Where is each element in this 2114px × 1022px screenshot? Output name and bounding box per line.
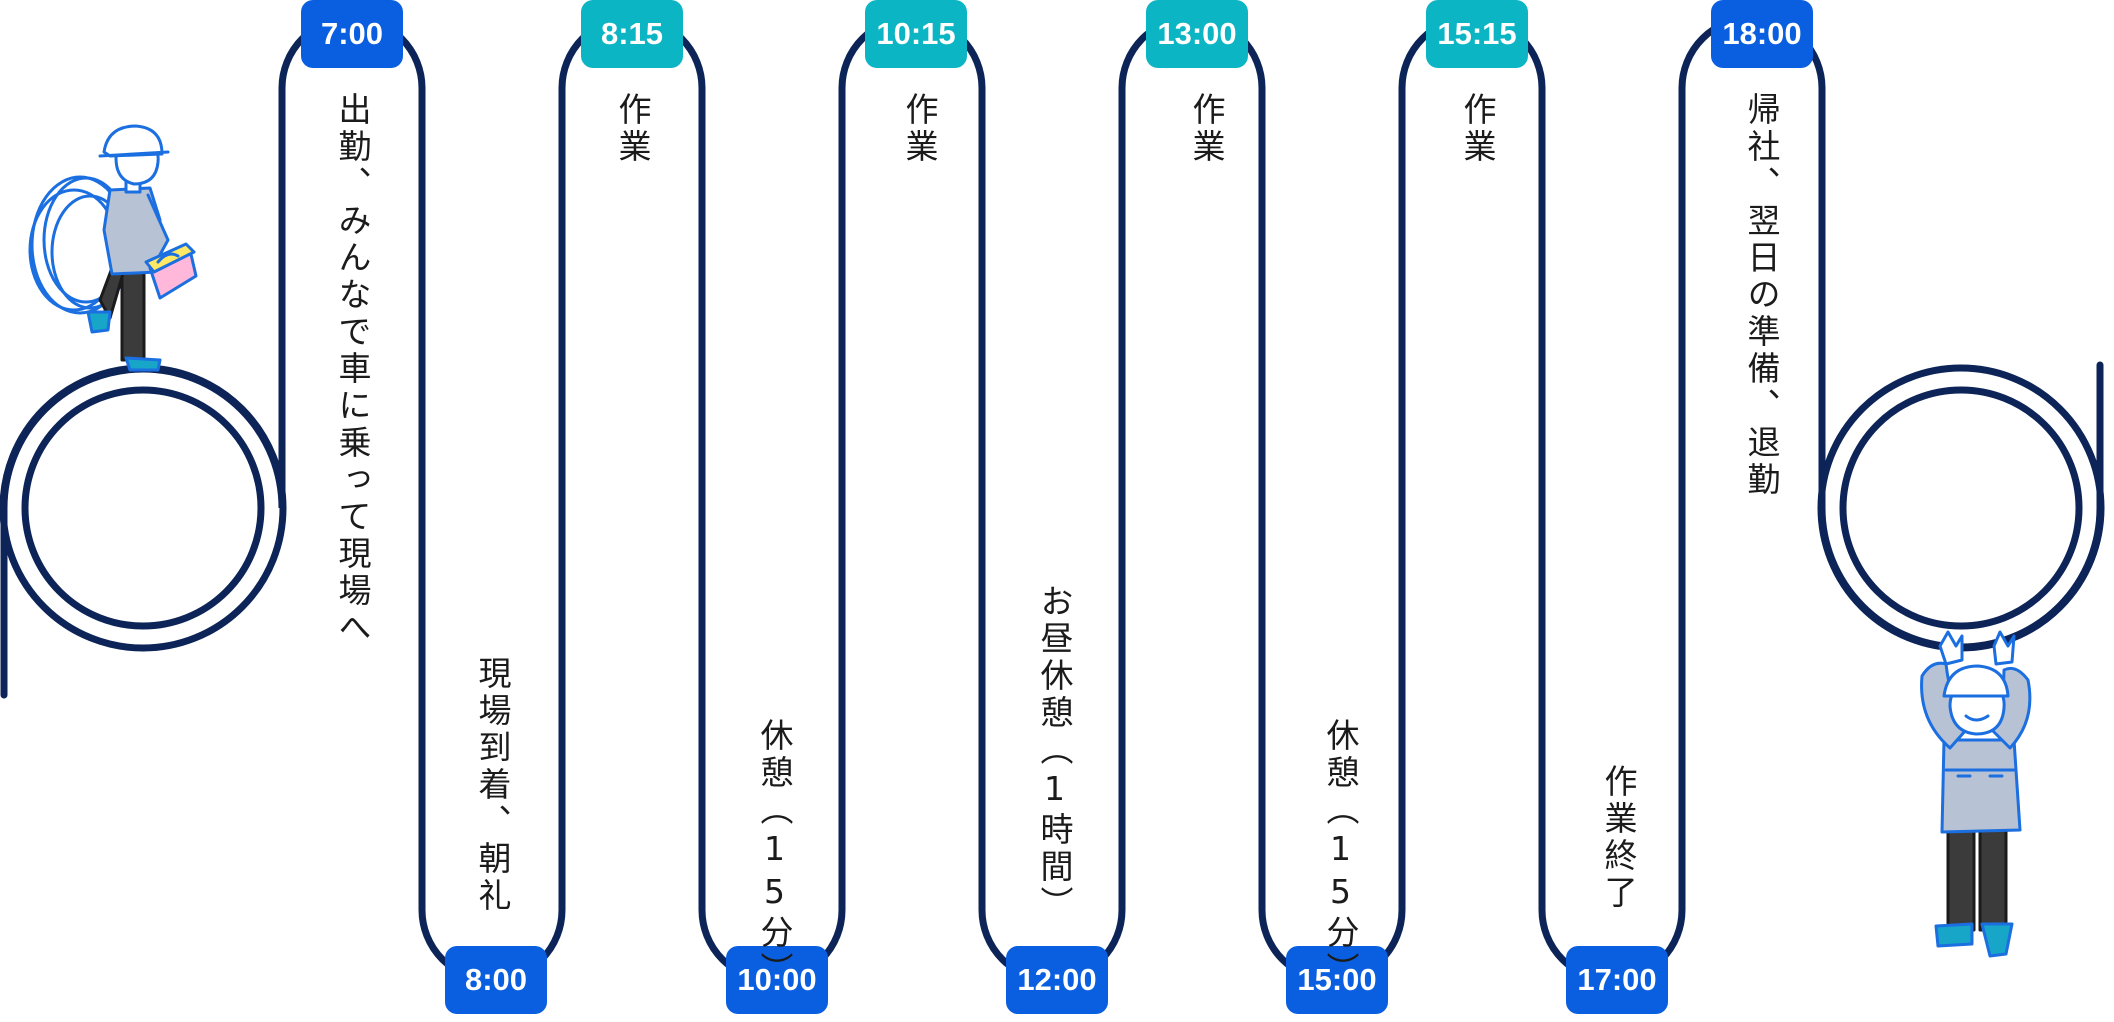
time-badge-1200: 12:00	[1006, 946, 1108, 1014]
event-0700-text: 出勤、みんなで車に乗って現場へ	[333, 92, 372, 647]
right-coil-middle	[1817, 364, 2105, 652]
left-coil-inner	[21, 386, 265, 630]
time-badge-1515: 15:15	[1426, 0, 1528, 68]
time-badge-0815: 8:15	[581, 0, 683, 68]
event-1700-text: 作業終了	[1599, 764, 1638, 912]
event-0800-text: 現場到着、朝礼	[473, 656, 512, 915]
event-1800-text: 帰社、翌日の準備、退勤	[1742, 92, 1781, 499]
event-1300-text: 作業	[1187, 92, 1226, 166]
event-1515-text: 作業	[1458, 92, 1497, 166]
right-coil-inner	[1839, 386, 2083, 630]
time-badge-1800: 18:00	[1711, 0, 1813, 68]
time-badge-1300: 13:00	[1146, 0, 1248, 68]
worker-carrying-cable-icon	[28, 124, 198, 372]
event-0815-text: 作業	[613, 92, 652, 166]
time-badge-1000: 10:00	[726, 946, 828, 1014]
event-1015-text: 作業	[900, 92, 939, 166]
worker-cheering-icon	[1920, 630, 2032, 958]
time-badge-1700: 17:00	[1566, 946, 1668, 1014]
time-badge-0800: 8:00	[445, 946, 547, 1014]
time-badge-1015: 10:15	[865, 0, 967, 68]
event-1000-text: 休憩（15分）	[755, 718, 794, 989]
event-1500-text: 休憩（15分）	[1321, 718, 1360, 989]
time-badge-1500: 15:00	[1286, 946, 1388, 1014]
time-badge-0700: 7:00	[301, 0, 403, 68]
event-1200-text: お昼休憩（1時間）	[1035, 584, 1074, 923]
